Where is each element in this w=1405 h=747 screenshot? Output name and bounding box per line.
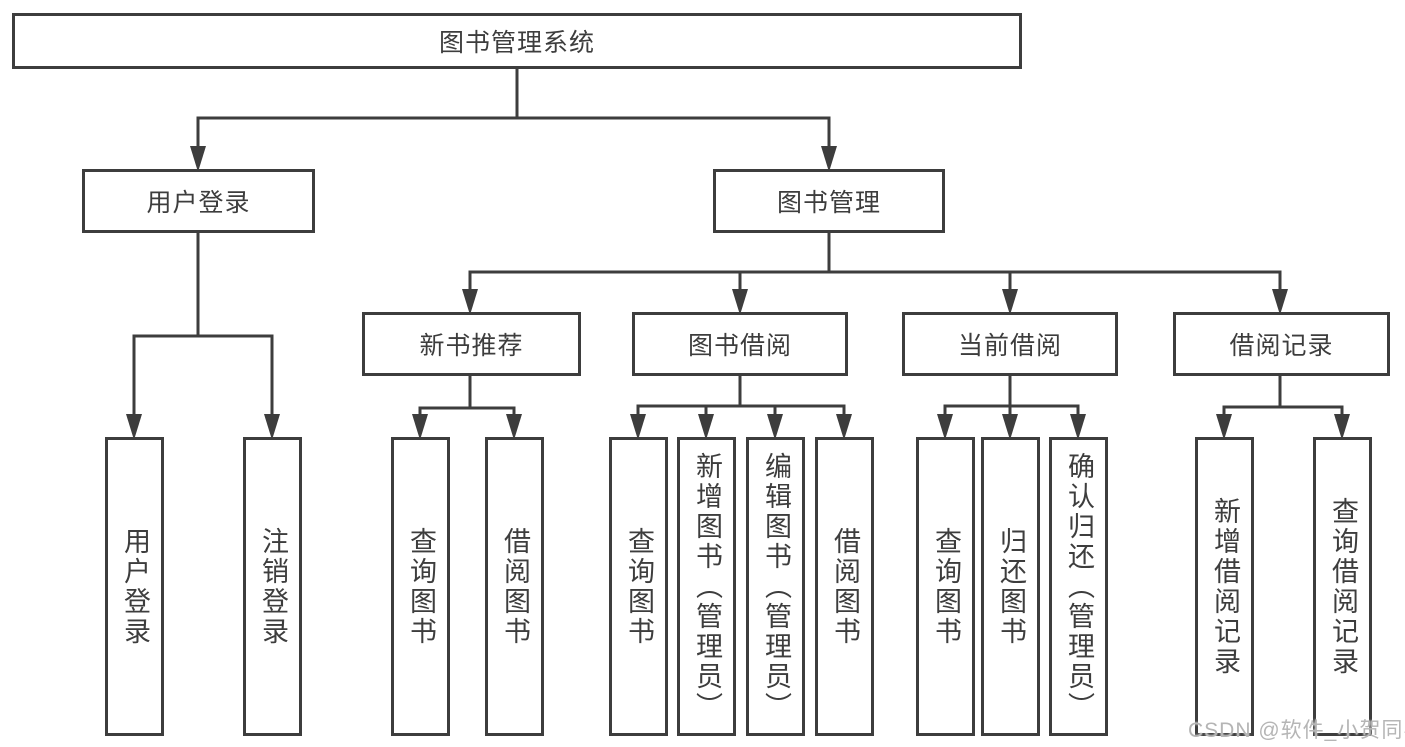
node-user-login: 用户登录 <box>82 169 315 233</box>
leaf-edit-book-admin-label: 编辑图书（管理员） <box>761 451 791 722</box>
node-current-borrow-label: 当前借阅 <box>957 332 1062 360</box>
leaf-current-query-book-label: 查询图书 <box>931 526 961 647</box>
leaf-user-login-label: 用户登录 <box>120 526 150 647</box>
leaf-add-book-admin-label: 新增图书（管理员） <box>692 451 722 722</box>
leaf-edit-book-admin: 编辑图书（管理员） <box>746 437 805 736</box>
leaf-query-borrow-record-label: 查询借阅记录 <box>1328 496 1358 677</box>
node-book-borrow: 图书借阅 <box>632 312 848 376</box>
node-book-management: 图书管理 <box>713 169 945 233</box>
leaf-borrow-query-book: 查询图书 <box>609 437 668 736</box>
leaf-newbook-query-book: 查询图书 <box>391 437 450 736</box>
leaf-current-query-book: 查询图书 <box>916 437 975 736</box>
leaf-borrow-book-label: 借阅图书 <box>830 526 860 647</box>
leaf-logout-label: 注销登录 <box>258 526 288 647</box>
leaf-logout: 注销登录 <box>243 437 302 736</box>
node-current-borrow: 当前借阅 <box>902 312 1118 376</box>
leaf-return-book: 归还图书 <box>981 437 1040 736</box>
leaf-return-book-label: 归还图书 <box>996 526 1026 647</box>
leaf-add-borrow-record: 新增借阅记录 <box>1195 437 1254 736</box>
leaf-borrow-query-book-label: 查询图书 <box>624 526 654 647</box>
leaf-newbook-borrow-book-label: 借阅图书 <box>500 526 530 647</box>
node-borrow-record-label: 借阅记录 <box>1229 332 1334 360</box>
node-book-management-label: 图书管理 <box>776 189 881 217</box>
node-borrow-record: 借阅记录 <box>1173 312 1390 376</box>
leaf-query-borrow-record: 查询借阅记录 <box>1313 437 1372 736</box>
node-new-book-recommend: 新书推荐 <box>362 312 581 376</box>
leaf-borrow-book: 借阅图书 <box>815 437 874 736</box>
node-book-borrow-label: 图书借阅 <box>687 332 792 360</box>
leaf-user-login: 用户登录 <box>105 437 164 736</box>
node-root: 图书管理系统 <box>12 13 1022 69</box>
leaf-confirm-return-admin: 确认归还（管理员） <box>1049 437 1108 736</box>
node-new-book-recommend-label: 新书推荐 <box>419 332 524 360</box>
leaf-confirm-return-admin-label: 确认归还（管理员） <box>1064 451 1094 722</box>
node-user-login-label: 用户登录 <box>146 189 251 217</box>
leaf-newbook-borrow-book: 借阅图书 <box>485 437 544 736</box>
csdn-watermark: CSDN @软件_小贺同学 <box>1188 719 1405 742</box>
leaf-add-borrow-record-label: 新增借阅记录 <box>1210 496 1240 677</box>
leaf-newbook-query-book-label: 查询图书 <box>406 526 436 647</box>
leaf-add-book-admin: 新增图书（管理员） <box>677 437 736 736</box>
node-root-label: 图书管理系统 <box>438 29 595 57</box>
